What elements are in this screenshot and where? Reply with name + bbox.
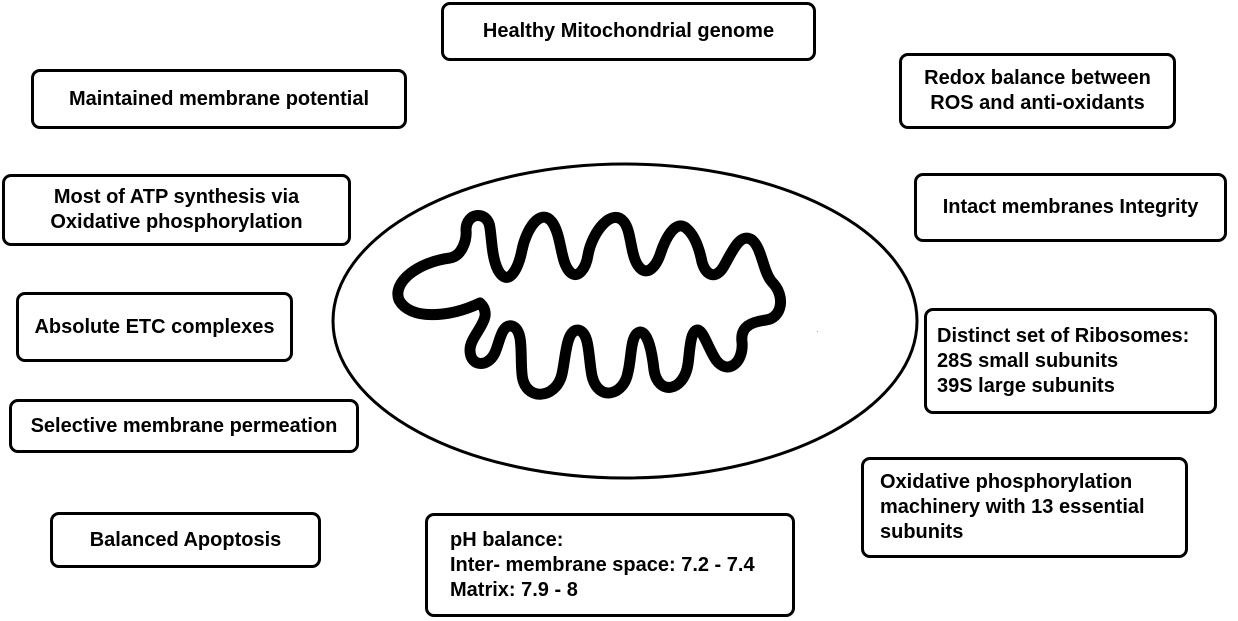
label-redox-balance: Redox balance between ROS and anti-oxida… <box>899 53 1176 129</box>
label-line: Intact membranes Integrity <box>942 196 1199 218</box>
label-ph-balance: pH balance: Inter- membrane space: 7.2 -… <box>425 513 795 617</box>
label-line: Balanced Apoptosis <box>89 528 282 551</box>
label-line: Matrix: 7.9 - 8 <box>450 578 578 601</box>
label-balanced-apoptosis: Balanced Apoptosis <box>50 512 321 568</box>
label-line: pH balance: <box>450 528 564 551</box>
outer-membrane <box>331 162 919 480</box>
label-line: 39S large subunits <box>937 374 1115 397</box>
label-line: Inter- membrane space: 7.2 - 7.4 <box>450 553 755 576</box>
label-line: Distinct set of Ribosomes: <box>937 324 1190 347</box>
label-line: ROS and anti-oxidants <box>930 92 1145 114</box>
label-healthy-genome: Healthy Mitochondrial genome <box>441 2 816 61</box>
label-ribosomes: Distinct set of Ribosomes: 28S small sub… <box>924 308 1217 414</box>
label-line: subunits <box>880 521 964 543</box>
label-line: machinery with 13 essential <box>880 496 1145 518</box>
label-line: Maintained membrane potential <box>68 87 370 110</box>
label-line: Most of ATP synthesis via <box>53 186 300 208</box>
inner-membrane-cristae <box>392 210 786 400</box>
label-membrane-integrity: Intact membranes Integrity <box>914 173 1227 242</box>
label-membrane-permeation: Selective membrane permeation <box>9 399 359 453</box>
label-atp-synthesis: Most of ATP synthesis via Oxidative phos… <box>2 174 351 246</box>
label-line: Oxidative phosphorylation <box>880 471 1133 493</box>
label-line: Selective membrane permeation <box>30 414 338 437</box>
label-etc-complexes: Absolute ETC complexes <box>16 292 293 362</box>
label-line: Oxidative phosphorylation <box>50 211 303 233</box>
label-oxphos-machinery: Oxidative phosphorylation machinery with… <box>861 457 1188 558</box>
label-line: Healthy Mitochondrial genome <box>482 20 775 42</box>
label-membrane-potential: Maintained membrane potential <box>31 69 407 129</box>
stray-mark: · <box>816 327 819 336</box>
label-line: Redox balance between <box>924 67 1151 89</box>
label-line: Absolute ETC complexes <box>34 315 275 338</box>
label-line: 28S small subunits <box>937 349 1119 372</box>
